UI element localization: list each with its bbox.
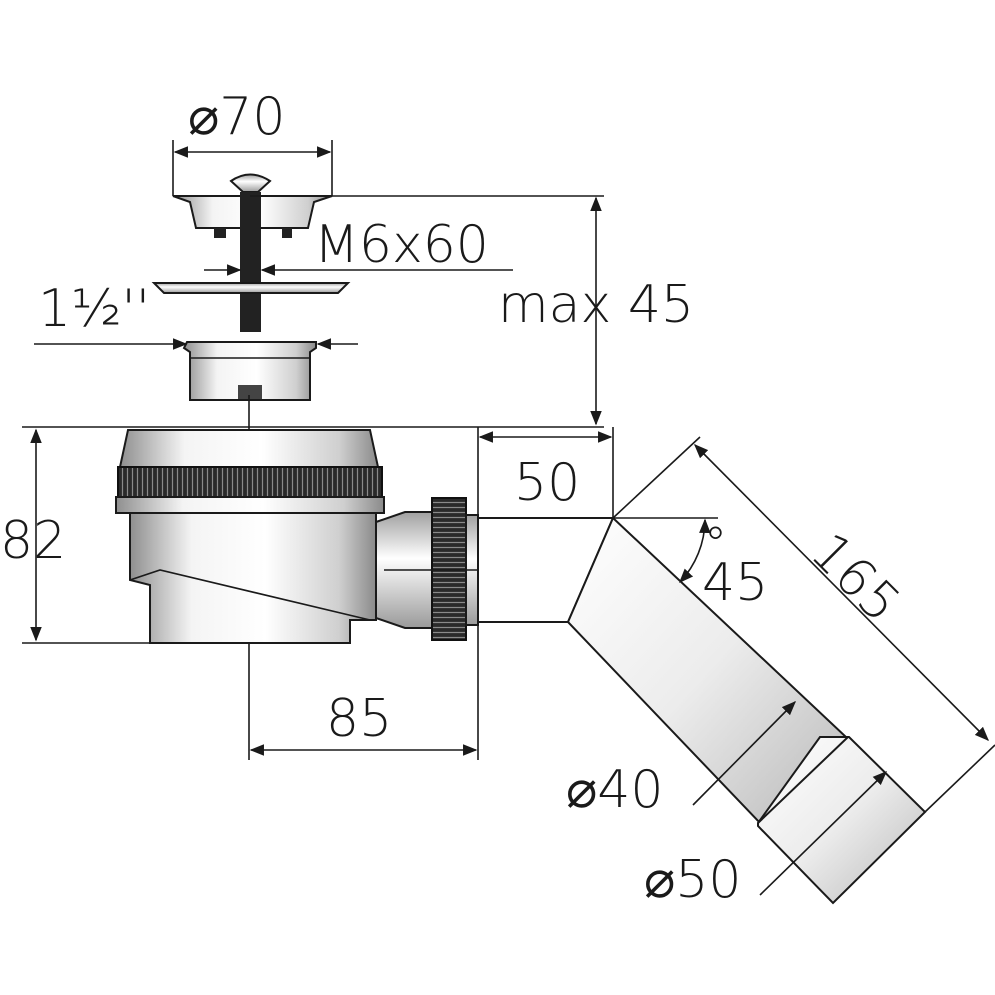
label-height: 82 bbox=[0, 511, 66, 571]
dimension-lines bbox=[22, 140, 995, 896]
label-length: 165 bbox=[799, 522, 912, 635]
label-grate-diameter: ⌀70 bbox=[188, 87, 285, 147]
screw-shaft bbox=[240, 192, 261, 332]
outlet-nut bbox=[431, 497, 467, 641]
washer-plate bbox=[151, 282, 351, 294]
label-thread: 1½'' bbox=[38, 279, 150, 339]
trap-cap bbox=[118, 429, 380, 468]
label-angle: 45 bbox=[702, 553, 768, 613]
screw-head bbox=[229, 173, 272, 193]
label-pipe-small: ⌀40 bbox=[566, 760, 663, 820]
trap-bowl bbox=[129, 512, 377, 644]
label-degree: ° bbox=[704, 517, 727, 571]
label-outlet-offset: 50 bbox=[514, 453, 580, 513]
label-width: 85 bbox=[326, 689, 392, 749]
label-max-height: max 45 bbox=[498, 275, 694, 335]
grate-assembly bbox=[151, 173, 351, 401]
label-screw: M6x60 bbox=[314, 215, 489, 275]
trap-body bbox=[115, 429, 494, 644]
knurled-nut bbox=[117, 466, 383, 500]
label-pipe-large: ⌀50 bbox=[644, 850, 741, 910]
